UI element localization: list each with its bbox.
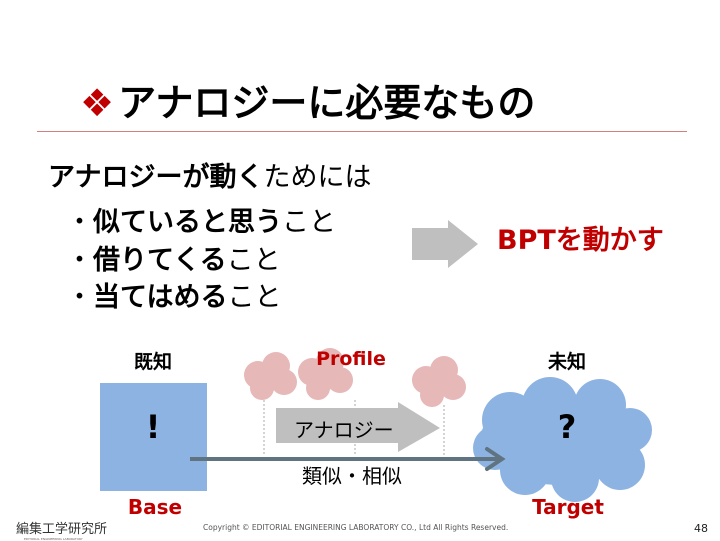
arrowhead-icon (485, 447, 506, 471)
diamond-ornament-icon: ❖ (80, 81, 115, 125)
copyright: Copyright © EDITORIAL ENGINEERING LABORA… (203, 523, 509, 532)
bullet-item: ・似ていると思うこと (66, 207, 336, 238)
analogy-arrow (276, 402, 440, 452)
bullet-normal: こと (226, 245, 281, 276)
profile-label: Profile (316, 348, 386, 370)
known-label: 既知 (133, 351, 173, 373)
result-text: BPTを動かす (497, 225, 664, 256)
bullet-item: ・当てはめること (66, 282, 282, 313)
profile-cloud-icon (244, 352, 297, 400)
title-divider (37, 131, 687, 132)
logo-subtext: EDITORIAL ENGINEERING LABORATORY (24, 537, 83, 541)
base-square (100, 383, 207, 491)
similarity-label: 類似・相似 (302, 464, 402, 488)
base-label: Base (127, 495, 183, 519)
bullet-item: ・借りてくること (66, 245, 281, 276)
slide-title-text: アナロジーに必要なもの (118, 81, 536, 125)
page-number: 48 (694, 522, 708, 535)
slide-title: ❖アナロジーに必要なもの (80, 72, 535, 127)
result-arrow-icon (412, 220, 478, 268)
bullet-bold: 似ていると思う (93, 207, 282, 238)
logo-text: 編集工学研究所 (16, 522, 108, 537)
unknown-label: 未知 (547, 351, 587, 373)
heading-normal: ためには (263, 162, 372, 193)
target-label: Target (532, 495, 604, 519)
known-mark: ! (145, 408, 161, 446)
unknown-mark: ? (557, 408, 577, 446)
profile-cloud-icon (412, 356, 466, 407)
bullet-normal: こと (282, 207, 336, 238)
section-heading: アナロジーが動くためには (48, 155, 371, 194)
target-cloud-icon (473, 377, 652, 502)
bullet-normal: こと (227, 282, 282, 313)
bullet-bold: 借りてくる (93, 245, 227, 276)
footer-logo: 編集工学研究所 EDITORIAL ENGINEERING LABORATORY (16, 518, 107, 541)
bullet-bold: 当てはめる (93, 282, 228, 313)
heading-bold: アナロジーが動く (48, 162, 264, 193)
analogy-label: アナロジー (294, 418, 394, 442)
profile-cloud-icon (298, 348, 353, 400)
